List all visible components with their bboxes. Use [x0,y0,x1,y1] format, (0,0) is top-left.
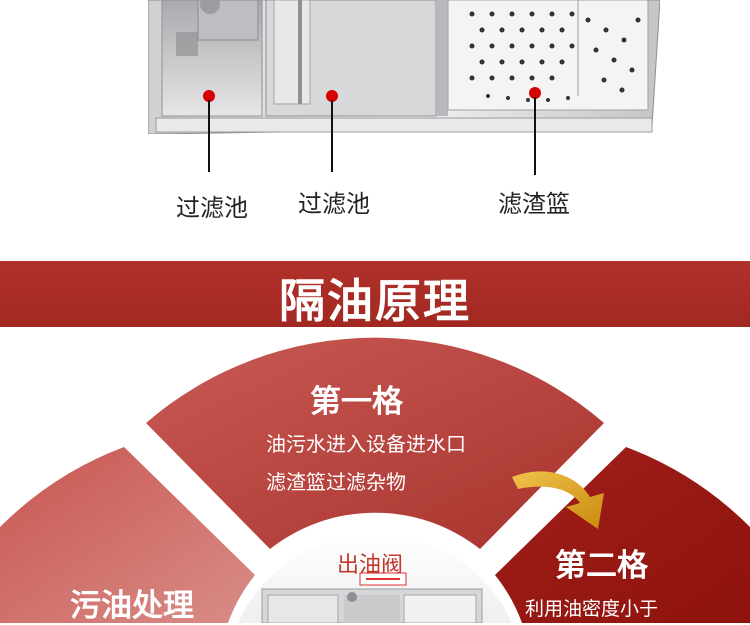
segment-left-title: 污油处理 [70,588,194,624]
callout-marker [203,90,215,102]
callout-line [331,100,333,172]
callout-marker [326,90,338,102]
callout-marker [529,87,541,99]
segment-first-line-2: 滤渣篮过滤杂物 [266,470,406,494]
segment-left [0,447,255,623]
segment-second [495,447,750,623]
segment-first-title: 第一格 [310,384,403,420]
segment-second-title: 第二格 [555,548,648,584]
grease-trap-photo [148,0,660,134]
principle-diagram [0,337,750,623]
center-label: 出油阀 [337,553,404,578]
flow-arrow-icon [512,471,604,529]
segment-first-line-1: 油污水进入设备进水口 [266,432,466,456]
section-banner: 隔油原理 [0,261,750,328]
callout-line [208,100,210,172]
callout-label: 滤渣篮 [498,190,570,218]
callout-label: 过滤池 [176,194,248,222]
segment-first [146,337,604,549]
callout-label: 过滤池 [298,190,370,218]
callout-line [534,97,536,175]
segment-second-line-1: 利用油密度小于 [525,598,659,620]
section-title: 隔油原理 [279,274,471,328]
